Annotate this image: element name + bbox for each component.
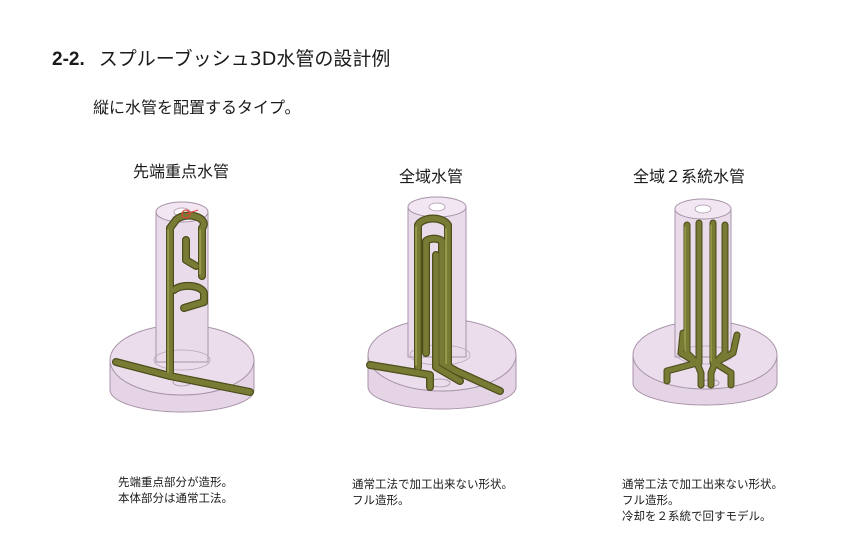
model-label-dual: 全域２系統水管 — [633, 167, 746, 186]
description-line: 本体部分は通常工法。 — [118, 491, 233, 505]
description-line: 冷却を２系統で回すモデル。 — [622, 509, 772, 523]
model-description-full: 通常工法で加工出来ない形状。 フル造形。 — [352, 476, 513, 508]
water-channel-pipes — [112, 211, 254, 396]
sprue-bushing-model-full-area — [366, 196, 517, 410]
section-heading: 2-2. スプルーブッシュ3D水管の設計例 — [52, 44, 390, 76]
section-subtitle: 縦に水管を配置するタイプ。 — [93, 98, 301, 117]
bushing-body — [632, 198, 778, 406]
description-line: 通常工法で加工出来ない形状。 — [352, 477, 513, 491]
sprue-bushing-model-tip-focused — [109, 201, 255, 413]
model-description-tip: 先端重点部分が造形。 本体部分は通常工法。 — [118, 474, 233, 506]
model-description-dual: 通常工法で加工出来ない形状。 フル造形。 冷却を２系統で回すモデル。 — [622, 476, 783, 524]
section-number: 2-2. — [52, 49, 85, 70]
gate-marker — [181, 209, 199, 219]
section-title: スプルーブッシュ3D水管の設計例 — [98, 48, 391, 70]
description-line: 先端重点部分が造形。 — [118, 475, 233, 489]
sprue-bushing-model-dual-circuit — [632, 198, 778, 406]
description-line: 通常工法で加工出来ない形状。 — [622, 477, 783, 491]
description-line: フル造形。 — [352, 493, 410, 507]
water-channel-pipes — [366, 214, 504, 395]
model-label-tip: 先端重点水管 — [133, 162, 230, 181]
water-channel-pipes — [663, 219, 741, 389]
model-label-full: 全域水管 — [399, 167, 464, 186]
description-line: フル造形。 — [622, 493, 680, 507]
